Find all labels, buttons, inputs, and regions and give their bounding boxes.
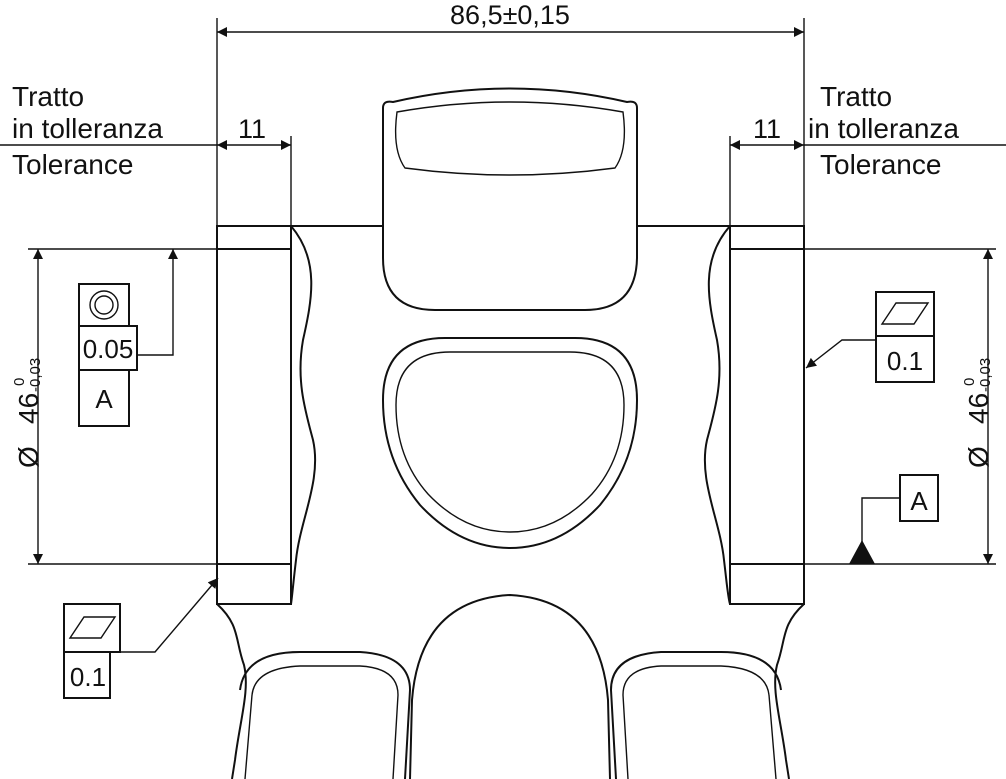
right-note-line1: Tratto <box>820 81 892 112</box>
left-wavy-edge <box>290 225 317 605</box>
concentricity-icon <box>89 290 119 320</box>
right-top-hatch <box>729 225 805 250</box>
left-diameter-symbol: Ø <box>13 446 44 468</box>
flatness-left-tolerance: 0.1 <box>70 662 106 692</box>
right-journal <box>729 225 805 605</box>
right-diameter-nominal: 46 <box>963 393 994 424</box>
right-zone-dimension: 11 Tratto in tolleranza Tolerance <box>729 81 1006 226</box>
left-top-hatch <box>216 225 292 250</box>
right-wavy-edge <box>703 225 731 605</box>
left-note-line2: in tolleranza <box>12 113 163 144</box>
flatness-icon-right <box>880 302 930 325</box>
lower-body <box>216 603 247 779</box>
right-diameter-symbol: Ø <box>963 446 994 468</box>
left-journal <box>216 225 292 605</box>
left-diameter-lower: -0,03 <box>27 358 44 392</box>
left-diameter-nominal: 46 <box>13 393 44 424</box>
right-zone-width: 11 <box>753 114 781 144</box>
fcf-concentricity: 0.05 A <box>78 249 178 427</box>
right-diameter-upper: 0 <box>961 378 978 386</box>
datum-a-right: A <box>849 474 939 564</box>
overall-width-dimension: 86,5±0,15 <box>216 0 805 226</box>
right-bottom-hatch <box>729 563 805 605</box>
left-bottom-hatch <box>216 563 292 605</box>
left-diameter-dimension: Ø 46 0 -0,03 <box>11 249 44 564</box>
right-diameter-lower: -0,03 <box>977 358 994 392</box>
left-diameter-upper: 0 <box>11 378 28 386</box>
left-zone-dimension: 11 Tratto in tolleranza Tolerance <box>0 81 292 226</box>
left-note-line1: Tratto <box>12 81 84 112</box>
concentricity-tolerance: 0.05 <box>83 334 134 364</box>
right-note-line2: in tolleranza <box>808 113 959 144</box>
right-foot <box>609 651 782 779</box>
part-outline <box>28 87 996 779</box>
overall-width-label: 86,5±0,15 <box>450 0 570 30</box>
datum-a-label: A <box>910 486 928 516</box>
left-note-line3: Tolerance <box>12 149 133 180</box>
fcf-flatness-right: 0.1 <box>805 291 935 383</box>
flatness-icon-left <box>68 616 117 639</box>
fcf-flatness-left: 0.1 <box>63 577 219 699</box>
right-diameter-dimension: Ø 46 0 -0,03 <box>961 249 994 564</box>
datum-triangle-icon <box>849 540 875 564</box>
top-boss <box>382 87 638 311</box>
concentricity-datum: A <box>95 384 113 414</box>
left-foot <box>239 651 412 779</box>
center-hole <box>381 337 639 550</box>
flatness-right-tolerance: 0.1 <box>887 346 923 376</box>
right-note-line3: Tolerance <box>820 149 941 180</box>
left-zone-width: 11 <box>238 114 266 144</box>
